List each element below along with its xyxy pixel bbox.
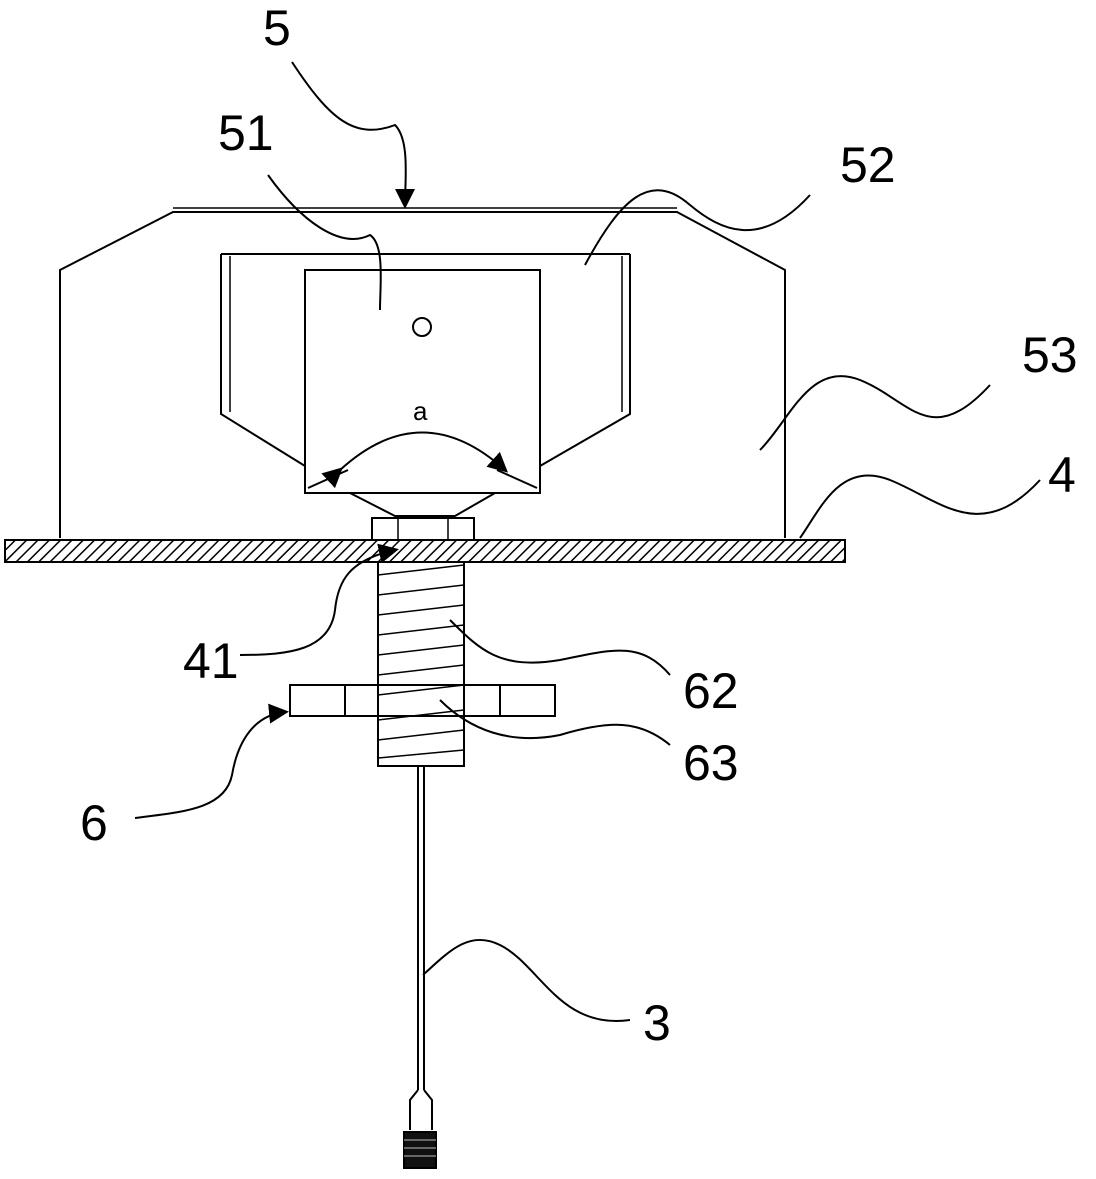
- housing-outline: [60, 208, 785, 538]
- inner-hopper: [221, 254, 630, 466]
- label-62: 62: [683, 663, 739, 719]
- label-5: 5: [263, 0, 291, 56]
- label-51: 51: [218, 105, 274, 161]
- collar: [372, 518, 474, 540]
- label-3: 3: [643, 995, 671, 1051]
- block-51: [305, 270, 540, 516]
- angle-indicator: a: [308, 396, 537, 488]
- connector-icon: [404, 1132, 436, 1168]
- threaded-shaft: [378, 562, 464, 766]
- label-41: 41: [183, 633, 239, 689]
- label-63: 63: [683, 735, 739, 791]
- label-53: 53: [1022, 327, 1078, 383]
- angle-label: a: [413, 396, 428, 426]
- label-4: 4: [1048, 447, 1076, 503]
- plate-4: [5, 540, 845, 562]
- label-6: 6: [80, 795, 108, 851]
- label-52: 52: [840, 137, 896, 193]
